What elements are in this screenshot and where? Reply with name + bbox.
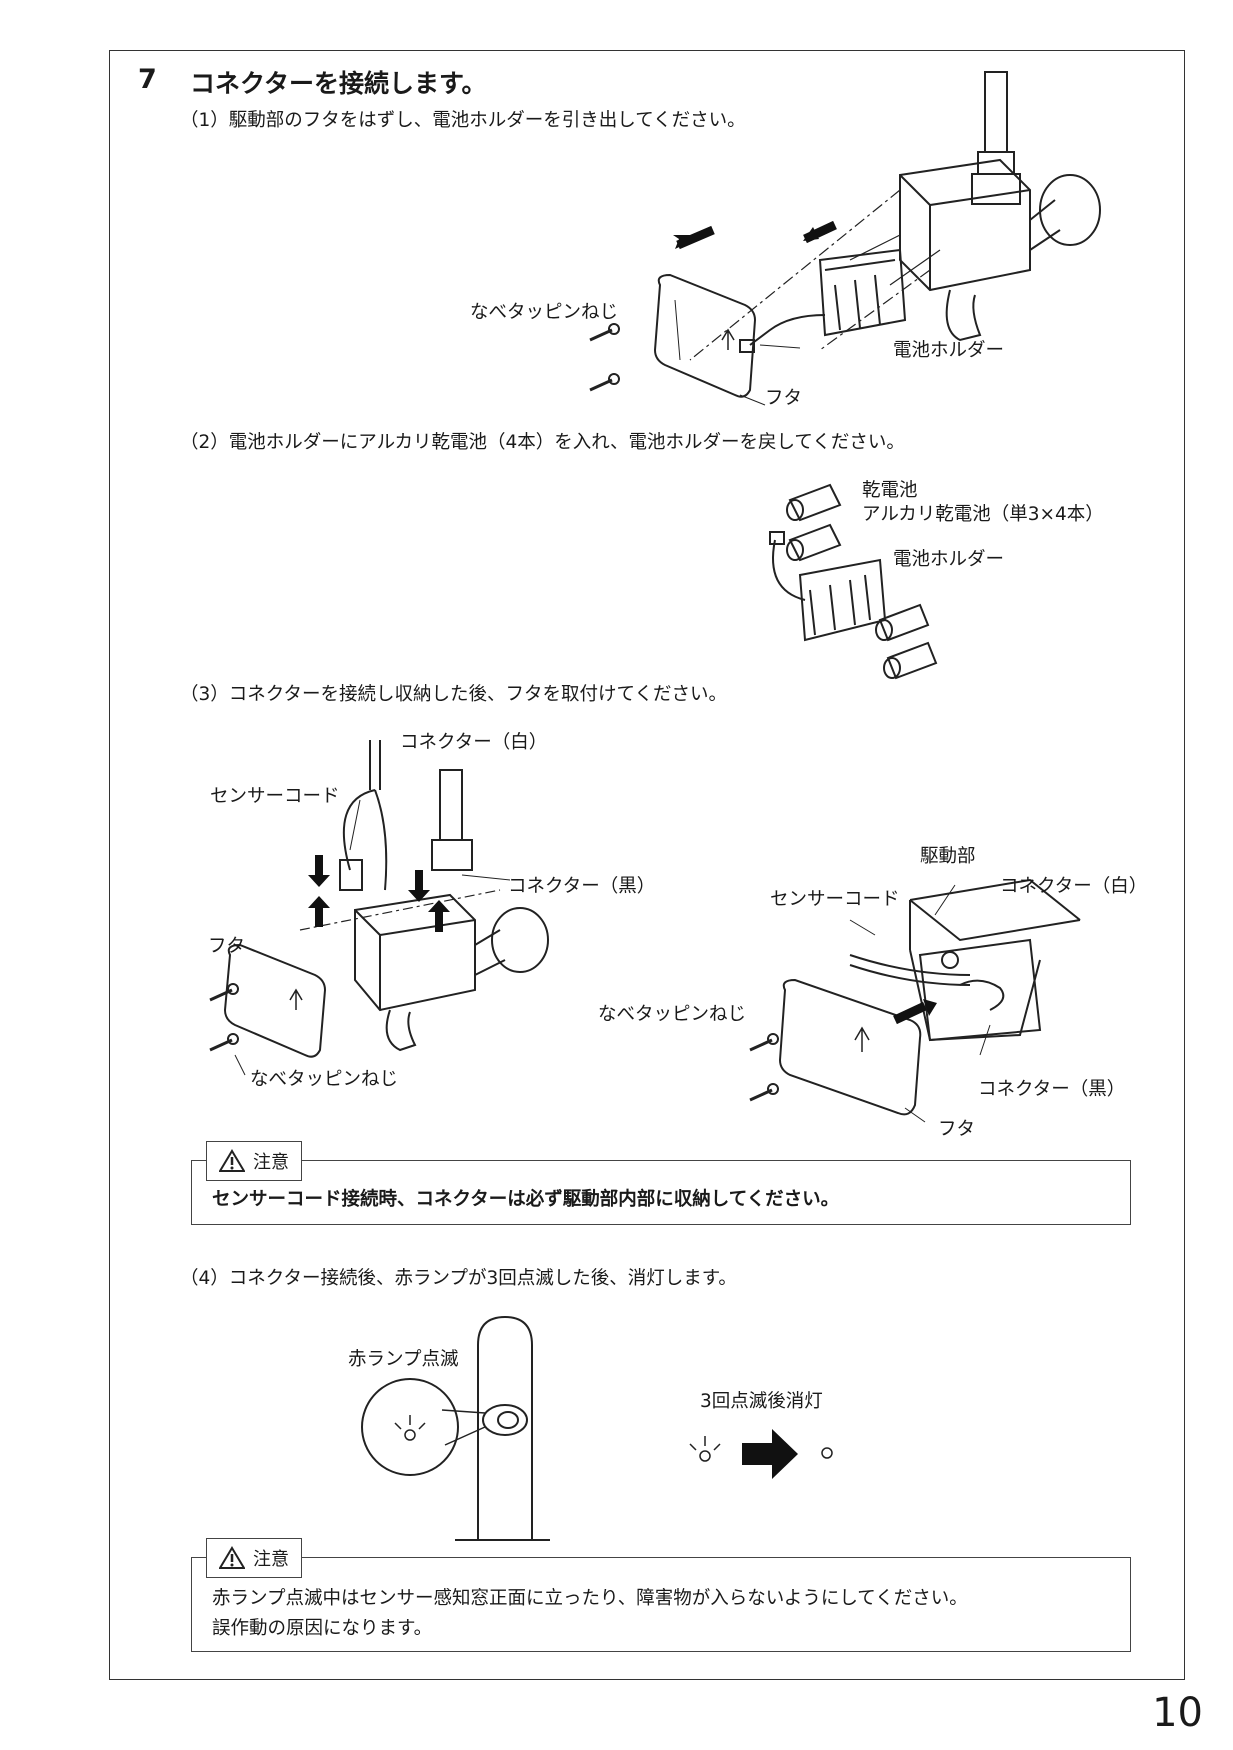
fig2-label-alkaline: アルカリ乾電池（単3×4本） (862, 504, 1104, 525)
substep-4: （4）コネクター接続後、赤ランプが3回点滅した後、消灯します。 (180, 1268, 737, 1289)
caution-label-2: 注意 (253, 1549, 289, 1570)
fig5-label-blink-then-off: 3回点滅後消灯 (700, 1391, 823, 1412)
fig4-label-cover: フタ (938, 1119, 976, 1140)
fig3-label-connector-white: コネクター（白） (400, 732, 548, 753)
warning-triangle-icon (219, 1546, 245, 1569)
substep-3: （3）コネクターを接続し収納した後、フタを取付けてください。 (180, 684, 727, 705)
figure-batteries (769, 483, 938, 680)
fig2-label-battery-holder: 電池ホルダー (893, 549, 1005, 570)
figure-lamp-blink (361, 1315, 833, 1541)
caution-tab-2: 注意 (206, 1538, 302, 1578)
substep-2: （2）電池ホルダーにアルカリ乾電池（4本）を入れ、電池ホルダーを戻してください。 (180, 432, 905, 453)
fig4-label-sensor-cord: センサーコード (770, 889, 900, 910)
caution-text-2-line-2: 誤作動の原因になります。 (212, 1618, 433, 1639)
fig2-label-battery: 乾電池 (862, 480, 918, 501)
page-number: 10 (1152, 1690, 1203, 1736)
figure-remove-cover (589, 71, 1101, 406)
fig5-label-red-lamp-blink: 赤ランプ点滅 (348, 1349, 459, 1370)
fig4-label-connector-black: コネクター（黒） (978, 1079, 1126, 1100)
step-title: コネクターを接続します。 (190, 69, 487, 98)
arrow-right-icon (742, 1429, 798, 1479)
page-frame (109, 50, 1185, 1680)
fig3-label-cover: フタ (208, 936, 246, 957)
fig3-label-sensor-cord: センサーコード (210, 786, 340, 807)
fig3-label-connector-black: コネクター（黒） (508, 876, 656, 897)
figure-connect-right (749, 878, 1081, 1123)
fig1-label-cover: フタ (765, 388, 803, 409)
caution-box-2: 注意 赤ランプ点滅中はセンサー感知窓正面に立ったり、障害物が入らないようにしてく… (191, 1538, 1131, 1652)
substep-1: （1）駆動部のフタをはずし、電池ホルダーを引き出してください。 (180, 110, 746, 131)
fig4-label-screw: なべタッピンねじ (598, 1004, 747, 1025)
fig4-label-connector-white: コネクター（白） (1000, 876, 1148, 897)
figure-connect-left (209, 740, 549, 1076)
caution-tab-1: 注意 (206, 1141, 302, 1181)
caution-box-1: 注意 センサーコード接続時、コネクターは必ず駆動部内部に収納してください。 (191, 1141, 1131, 1225)
fig1-label-battery-holder: 電池ホルダー (893, 340, 1005, 361)
caution-label-1: 注意 (253, 1152, 289, 1173)
caution-text-2-line-1: 赤ランプ点滅中はセンサー感知窓正面に立ったり、障害物が入らないようにしてください… (212, 1588, 968, 1609)
fig4-label-drive-unit: 駆動部 (920, 846, 976, 867)
fig3-label-screw: なべタッピンねじ (250, 1069, 399, 1090)
step-number: 7 (138, 64, 157, 95)
warning-triangle-icon (219, 1149, 245, 1172)
caution-text-1: センサーコード接続時、コネクターは必ず駆動部内部に収納してください。 (212, 1189, 840, 1210)
fig1-label-screw: なべタッピンねじ (470, 302, 619, 323)
